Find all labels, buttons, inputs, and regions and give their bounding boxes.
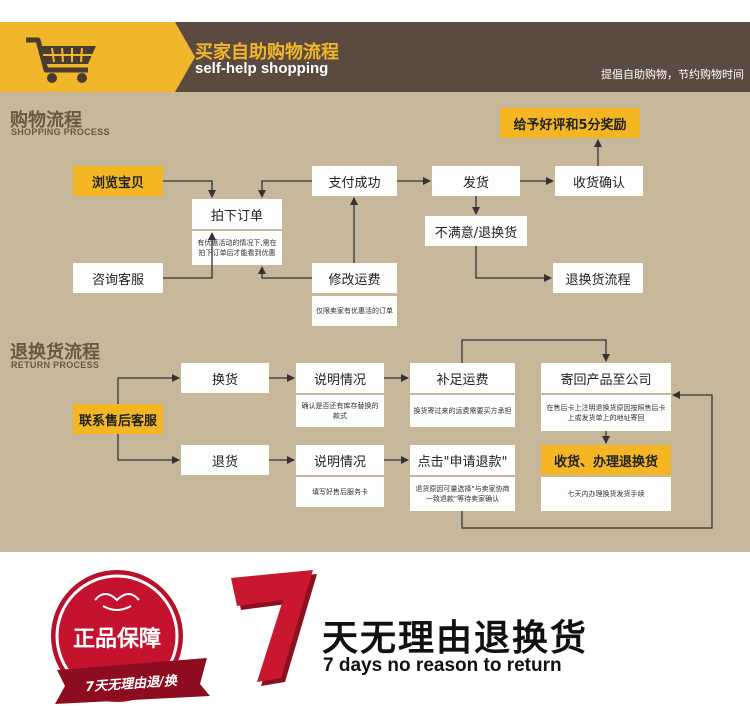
flow-connectors bbox=[117, 139, 713, 529]
ret-explain-1: 说明情况 bbox=[296, 363, 384, 393]
authentic-guarantee-badge: 正品保障 7天无理由退/换 bbox=[51, 570, 210, 704]
returns-section-subtitle: RETURN PROCESS bbox=[11, 360, 100, 370]
step-browse: 浏览宝贝 bbox=[73, 166, 163, 196]
shopping-cart-icon bbox=[26, 37, 96, 83]
step-order-note: 有优惠活动的情况下,需在拍下订单后才能看到优惠 bbox=[192, 231, 282, 265]
step-receive: 收货确认 bbox=[555, 166, 643, 196]
step-modify: 修改运费 bbox=[312, 263, 397, 293]
ret-apply-refund: 点击"申请退款" bbox=[410, 445, 515, 475]
step-return-flow: 退换货流程 bbox=[553, 263, 643, 293]
shopping-section-title: 购物流程 bbox=[10, 110, 82, 131]
badge-top-text: 正品保障 bbox=[73, 626, 161, 652]
seven-number-text: 7 bbox=[225, 570, 226, 571]
header-subtitle: self-help shopping bbox=[195, 60, 329, 77]
ret-apply-refund-note: 退货原因可量选择"与卖家协商一致退款"等待卖家确认 bbox=[410, 477, 515, 511]
big-seven-numeral: 7 bbox=[225, 570, 317, 686]
step-pay: 支付成功 bbox=[312, 166, 397, 196]
ret-contact: 联系售后客服 bbox=[73, 404, 163, 434]
ret-explain-2-note: 填写好售后服务卡 bbox=[296, 477, 384, 507]
badge-ribbon-text: 7天无理由退/换 bbox=[85, 673, 179, 695]
process-panel: 购物流程 SHOPPING PROCESS 退换货流程 RETURN PROCE… bbox=[0, 92, 750, 552]
ret-shipping-fee-note: 换货寄过来的运费需要买方承担 bbox=[410, 395, 515, 427]
header-yellow-block bbox=[0, 22, 175, 92]
step-ship: 发货 bbox=[432, 166, 520, 196]
ret-send-back: 寄回产品至公司 bbox=[541, 363, 671, 393]
returns-section-title: 退换货流程 bbox=[10, 342, 100, 363]
ret-send-back-note: 在售后卡上注明退换货原因按照售后卡上或发货单上的地址寄回 bbox=[541, 395, 671, 431]
header-title: 买家自助购物流程 bbox=[195, 42, 339, 63]
step-reward: 给予好评和5分奖励 bbox=[500, 108, 640, 138]
shopping-section-subtitle: SHOPPING PROCESS bbox=[11, 127, 110, 137]
ret-explain-2: 说明情况 bbox=[296, 445, 384, 475]
guarantee-sub-text: 7 days no reason to return bbox=[323, 655, 562, 676]
header-slogan: 提倡自助购物，节约购物时间 bbox=[601, 68, 744, 81]
ret-finish: 收货、办理退换货 bbox=[541, 445, 671, 475]
step-order: 拍下订单 bbox=[192, 199, 282, 229]
ret-refund: 退货 bbox=[181, 445, 269, 475]
header-arrow-notch bbox=[175, 22, 195, 92]
step-modify-note: 仅限卖家有优惠活的订单 bbox=[312, 296, 397, 326]
header-bar: 买家自助购物流程 self-help shopping 提倡自助购物，节约购物时… bbox=[0, 22, 750, 92]
ret-shipping-fee: 补足运费 bbox=[410, 363, 515, 393]
step-unsatisfied: 不满意/退换货 bbox=[425, 216, 527, 246]
ret-exchange: 换货 bbox=[181, 363, 269, 393]
guarantee-main-text: 天无理由退换货 bbox=[322, 618, 589, 659]
step-consult: 咨询客服 bbox=[73, 263, 163, 293]
ret-explain-1-note: 确认是否还有库存替换的款式 bbox=[296, 395, 384, 427]
ret-finish-note: 七天内办理换货发货手续 bbox=[541, 477, 671, 511]
